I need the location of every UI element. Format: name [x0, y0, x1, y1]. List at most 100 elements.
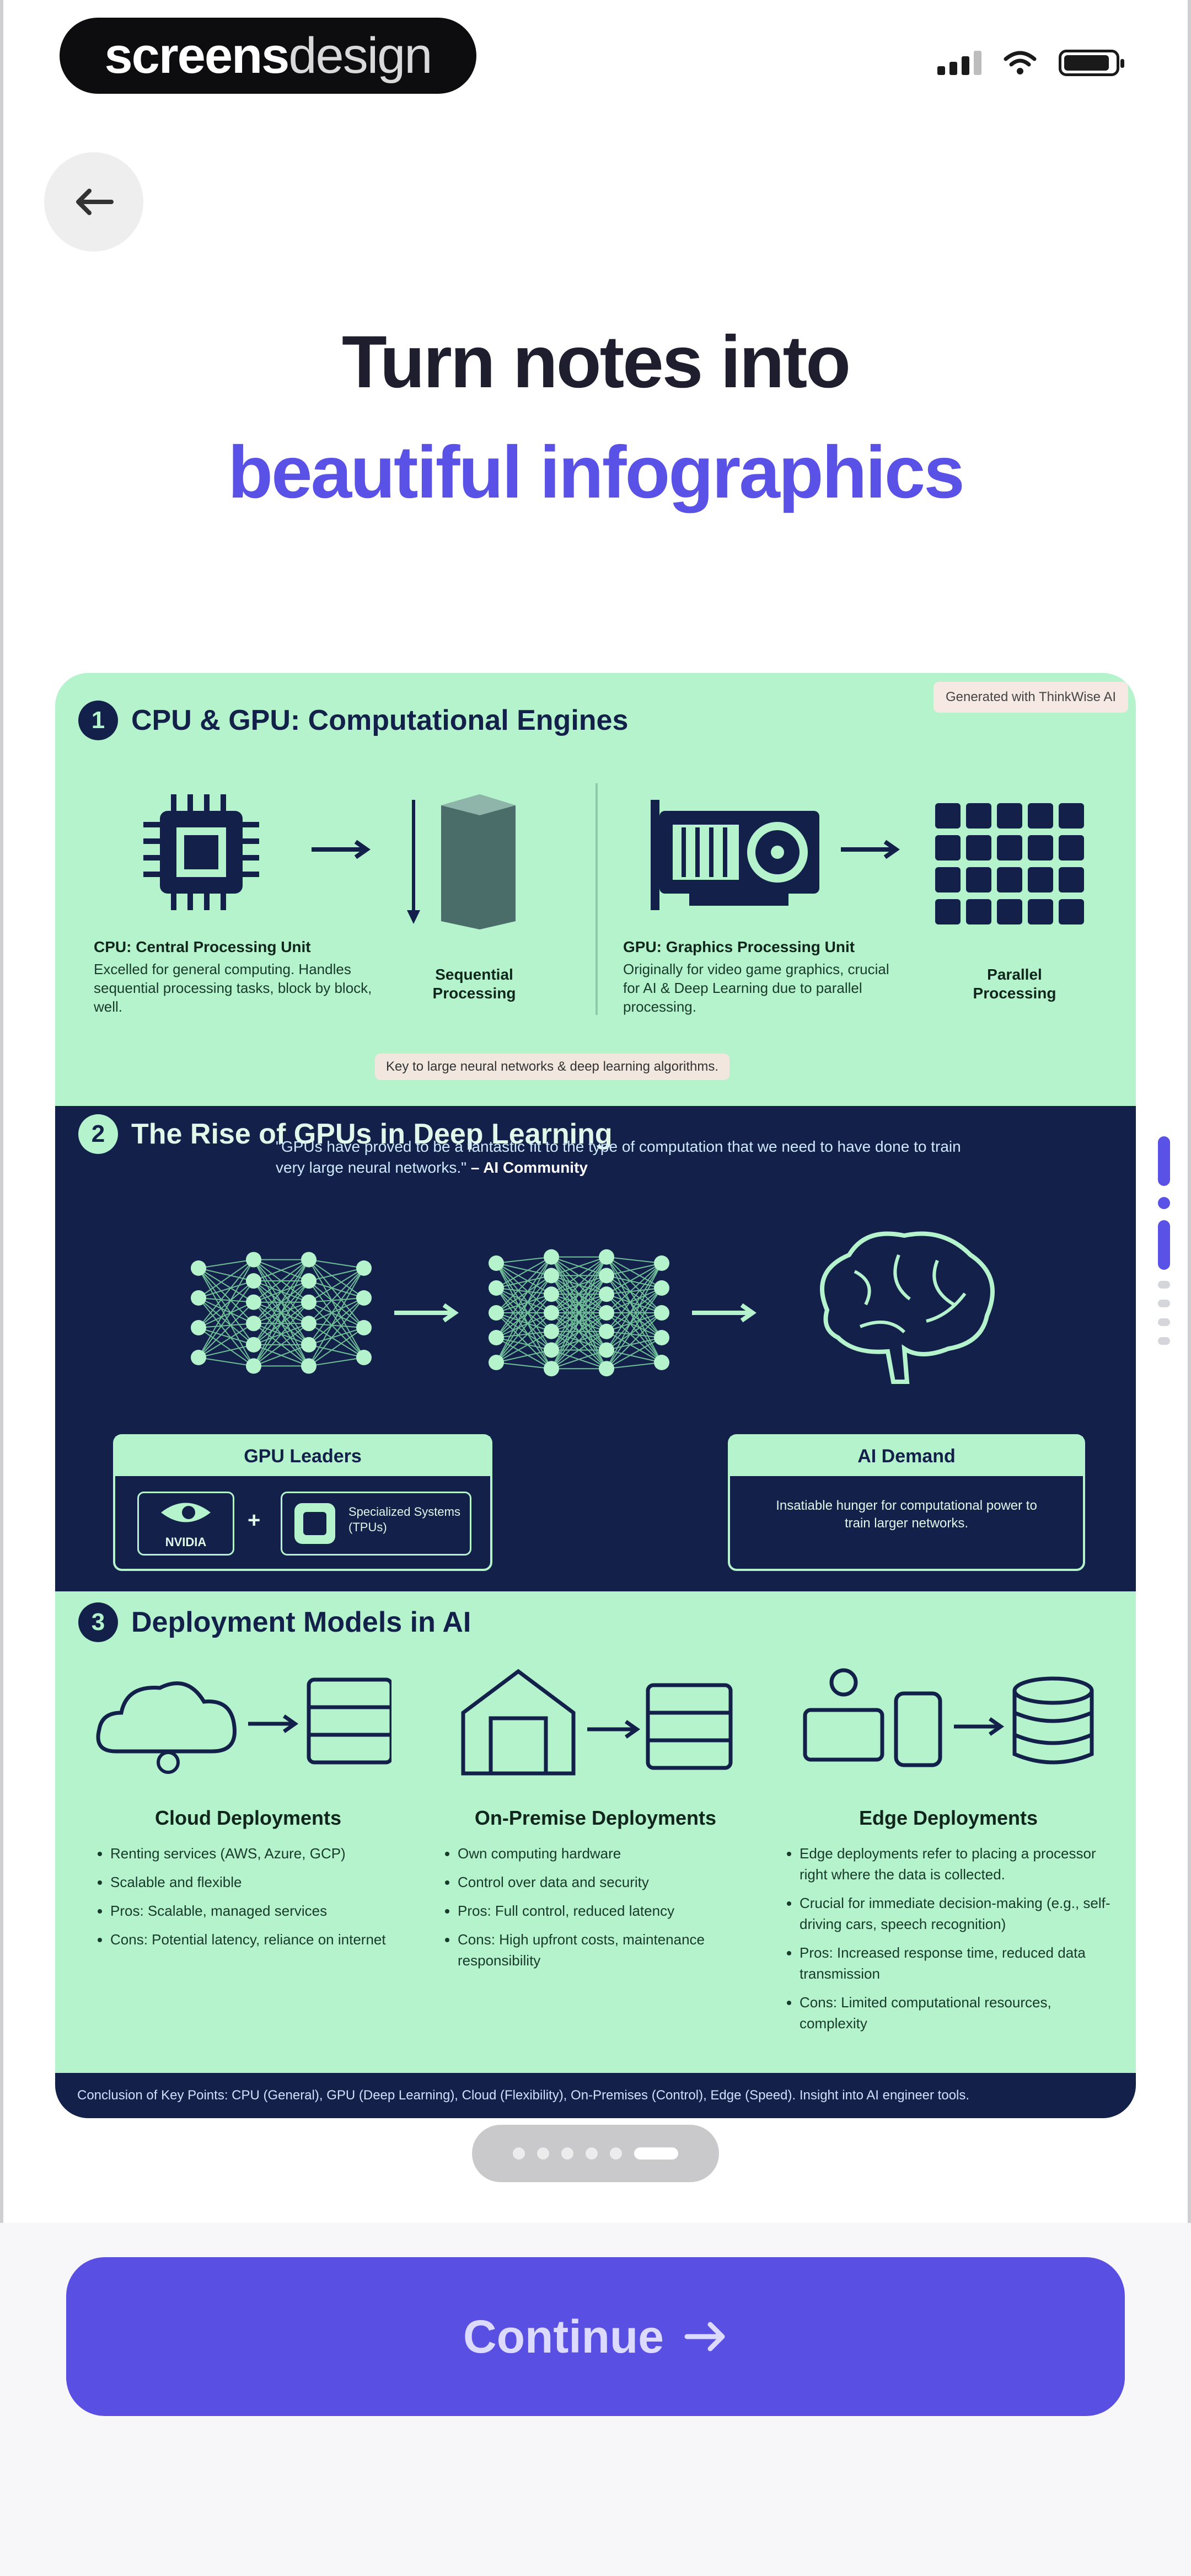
page-indicator[interactable]	[472, 2125, 719, 2182]
network-edge	[496, 1287, 552, 1295]
network-edge	[606, 1362, 662, 1370]
network-edge	[198, 1297, 254, 1303]
network-edge	[606, 1330, 662, 1338]
network-edge	[308, 1268, 364, 1282]
network-edge	[253, 1259, 309, 1366]
network-edge	[198, 1327, 254, 1345]
network-edge	[198, 1259, 254, 1298]
page-dot[interactable]	[561, 2147, 573, 2160]
list-item: Edge deployments refer to placing a proc…	[800, 1843, 1114, 1885]
list-item: Crucial for immediate decision-making (e…	[800, 1893, 1114, 1934]
wifi-icon	[1004, 51, 1037, 74]
page-dot[interactable]	[610, 2147, 622, 2160]
page-dot[interactable]	[513, 2147, 525, 2160]
network-edge	[496, 1362, 552, 1370]
gpu-description: Originally for video game graphics, cruc…	[623, 961, 889, 1015]
list-item: Pros: Scalable, managed services	[110, 1900, 403, 1921]
network-node	[599, 1286, 614, 1302]
network-edge	[198, 1323, 254, 1358]
continue-button[interactable]: Continue	[66, 2257, 1125, 2416]
network-node	[599, 1342, 614, 1358]
network-edge	[496, 1312, 552, 1351]
network-edge	[606, 1312, 662, 1363]
parallel-core	[1059, 835, 1084, 861]
network-edge	[496, 1294, 552, 1338]
arrow-right-icon	[394, 1303, 459, 1323]
network-node	[489, 1280, 504, 1296]
cloud-deployments-column: Cloud Deployments Renting services (AWS,…	[94, 1807, 403, 1958]
neural-network-icon	[489, 1249, 669, 1377]
network-edge	[496, 1257, 552, 1363]
page-dot-active[interactable]	[634, 2147, 678, 2160]
parallel-core	[1028, 899, 1053, 924]
parallel-core	[997, 899, 1022, 924]
parallel-core	[935, 899, 961, 924]
network-node	[599, 1323, 614, 1339]
deep-learning-note: Key to large neural networks & deep lear…	[375, 1054, 729, 1080]
page-dot[interactable]	[537, 2147, 549, 2160]
network-node	[301, 1358, 316, 1374]
network-node	[301, 1294, 316, 1310]
network-edge	[551, 1294, 607, 1369]
nvidia-eye-icon	[161, 1503, 211, 1522]
page-dot[interactable]	[586, 2147, 598, 2160]
plus-sign: +	[248, 1508, 261, 1532]
parallel-label: Parallel Processing	[973, 966, 1056, 1002]
network-edge	[253, 1344, 309, 1367]
network-edge	[551, 1257, 607, 1332]
list-item: Own computing hardware	[458, 1843, 750, 1864]
nvidia-label: NVIDIA	[165, 1535, 207, 1549]
network-node	[301, 1273, 316, 1289]
network-edge	[308, 1297, 364, 1324]
parallel-core	[935, 803, 961, 829]
network-edge	[606, 1275, 662, 1313]
scroll-indicator[interactable]	[1158, 1136, 1174, 1356]
network-edge	[308, 1280, 364, 1298]
section-3-title: 3 Deployment Models in AI	[78, 1602, 471, 1642]
network-edge	[606, 1263, 662, 1332]
network-edge	[198, 1259, 254, 1269]
network-edge	[606, 1256, 662, 1289]
network-node	[654, 1355, 669, 1370]
back-button[interactable]	[44, 152, 143, 252]
network-node	[544, 1323, 559, 1339]
brain-icon	[820, 1231, 995, 1384]
network-edge	[198, 1280, 254, 1298]
cloud-deployments-title: Cloud Deployments	[154, 1807, 342, 1829]
network-edge	[308, 1297, 364, 1367]
network-node	[599, 1249, 614, 1265]
network-edge	[253, 1259, 309, 1303]
parallel-core	[966, 803, 991, 829]
network-node	[544, 1286, 559, 1302]
parallel-core	[1028, 867, 1053, 892]
arrow-right-icon	[684, 2322, 725, 2351]
parallel-core	[966, 899, 991, 924]
network-edge	[308, 1344, 364, 1358]
network-edge	[308, 1323, 364, 1358]
parallel-core	[997, 803, 1022, 829]
network-node	[654, 1255, 669, 1271]
network-node	[246, 1316, 261, 1332]
network-edge	[496, 1330, 552, 1363]
section-2-title: 2 The Rise of GPUs in Deep Learning	[78, 1114, 613, 1154]
network-edge	[606, 1337, 662, 1370]
network-edge	[308, 1268, 364, 1345]
status-bar	[937, 50, 1124, 76]
network-edge	[308, 1259, 364, 1328]
network-edge	[253, 1280, 309, 1366]
network-edge	[253, 1323, 309, 1367]
network-node	[544, 1268, 559, 1284]
network-node	[356, 1320, 372, 1335]
network-node	[191, 1320, 206, 1335]
cloud-server-icon	[96, 1677, 391, 1774]
network-edge	[308, 1259, 364, 1269]
parallel-core	[997, 867, 1022, 892]
list-item: Cons: High upfront costs, maintenance re…	[458, 1929, 750, 1971]
network-edge	[308, 1297, 364, 1303]
network-edge	[496, 1256, 552, 1264]
section-deployment-models: 3 Deployment Models in AI Cloud De	[55, 1591, 1136, 2118]
network-node	[489, 1330, 504, 1345]
parallel-core	[1059, 867, 1084, 892]
network-edge	[308, 1301, 364, 1328]
